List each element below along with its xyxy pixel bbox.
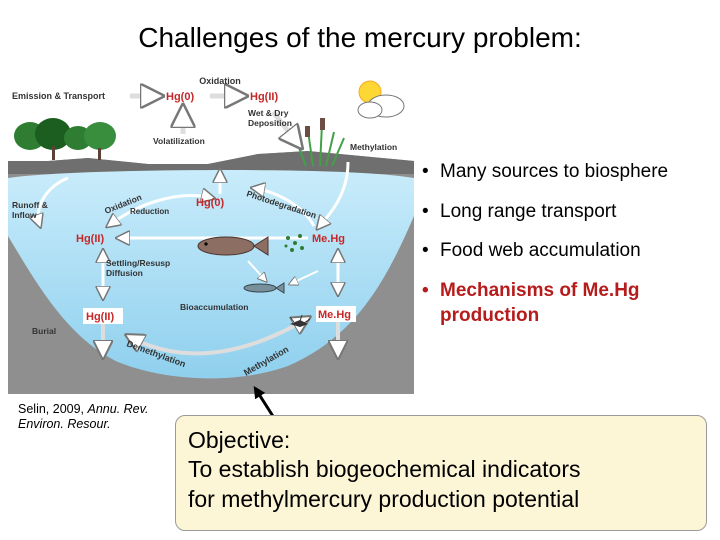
label-hg2-air: Hg(II) [250,91,278,103]
label-hg2-water: Hg(II) [76,233,104,245]
label-wet-dry-1: Wet & Dry [248,108,289,118]
label-hg0-air: Hg(0) [166,91,194,103]
methylation-top-arrow [318,161,350,228]
bullet-text: Long range transport [440,200,617,222]
runoff-arrow [38,176,69,226]
food-web-arrow-2 [290,270,319,284]
label-mehg-sediment: Me.Hg [318,309,351,321]
bullet-item: •Food web accumulation [422,240,641,262]
bullet-item-highlighted: •Mechanisms of Me.Hg production [422,280,640,326]
label-hg2-sediment: Hg(II) [86,311,114,323]
citation-author: Selin, 2009, [18,402,88,416]
demethylation-methylation-arrow [128,318,308,356]
small-fish-icon [243,282,285,294]
bullet-text: Mechanisms of Me.Hg production [440,280,640,326]
label-runoff-1: Runoff & [12,200,48,210]
trees-icon [14,118,116,160]
photodegradation-arrow [253,188,316,227]
mehg-sediment-box [316,306,356,322]
label-settling-1: Settling/Resusp [106,258,170,268]
wetland-plants-icon [295,118,345,167]
label-methylation-top: Methylation [350,142,397,152]
mercury-cycle-diagram: Oxidation Emission & Transport Hg(0) Hg(… [8,66,414,394]
invertebrate-icon [289,314,311,327]
objective-box: Objective: To establish biogeochemical i… [175,415,707,531]
citation: Selin, 2009, Annu. Rev. Environ. Resour. [18,402,148,432]
label-hg0-water: Hg(0) [196,197,224,209]
bullet-item: •Long range transport [422,200,617,222]
label-wet-dry-2: Deposition [248,118,292,128]
objective-line: for methylmercury production potential [188,485,580,512]
objective-line: To establish biogeochemical indicators [188,456,581,483]
fish-icon [197,236,269,256]
bullet-text: Food web accumulation [440,240,641,262]
slide-title: Challenges of the mercury problem: [138,22,582,53]
citation-journal-2: Environ. Resour. [18,417,111,431]
hgii-sediment-box [83,308,123,324]
citation-journal-1: Annu. Rev. [87,402,149,416]
label-settling-2: Diffusion [106,268,143,278]
label-runoff-2: Inflow [12,210,37,220]
label-reduction: Reduction [130,207,169,216]
plankton-icon [284,234,304,252]
sun-cloud-icon [357,80,405,119]
label-emission-transport: Emission & Transport [12,91,105,101]
bullet-list: •Many sources to biosphere •Long range t… [420,160,720,343]
bullet-text: Many sources to biosphere [440,161,669,182]
objective-heading: Objective: [188,427,291,453]
oxidation-reduction-arrow [108,196,213,226]
label-mehg-water: Me.Hg [312,233,345,245]
label-oxidation: Oxidation [199,76,241,86]
bullet-item: •Many sources to biosphere [422,161,669,182]
food-web-arrow-1 [247,260,266,281]
deposition-arrow [271,110,300,146]
label-volatilization: Volatilization [153,136,205,146]
label-burial: Burial [32,326,56,336]
label-bioaccumulation: Bioaccumulation [180,302,248,312]
